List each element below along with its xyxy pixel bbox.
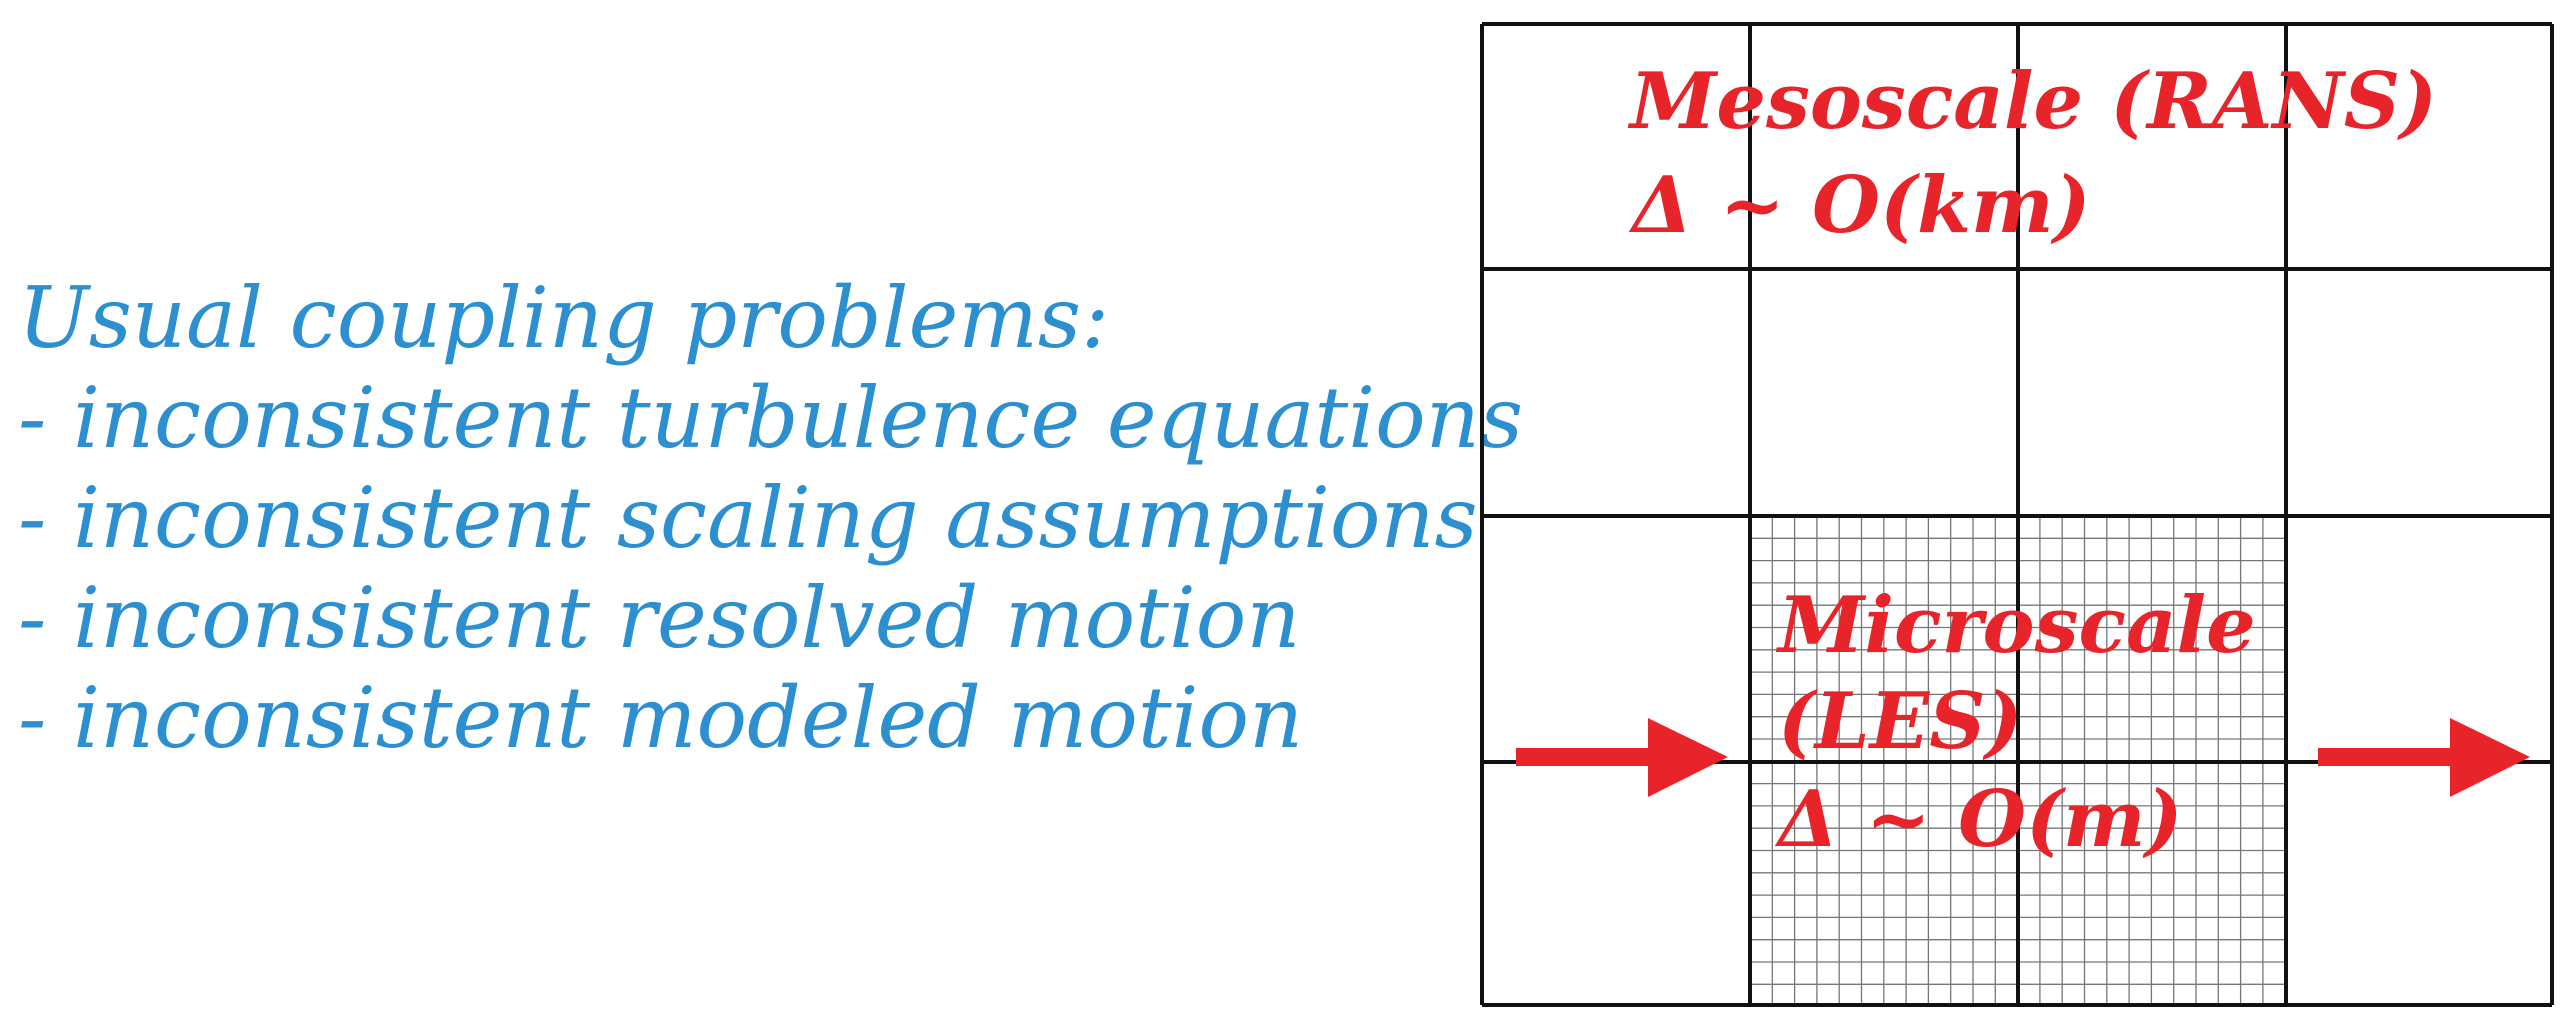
inflow-arrow-icon (1516, 718, 1728, 797)
microscale-model: (LES) (1778, 676, 2022, 767)
problem-item: - inconsistent resolved motion (18, 569, 1301, 667)
microscale-resolution: Δ ~ O(m) (1774, 774, 2182, 865)
mesoscale-title: Mesoscale (RANS) (1627, 56, 2437, 147)
problems-heading: Usual coupling problems: (18, 269, 1110, 367)
problem-item: - inconsistent scaling assumptions (18, 469, 1478, 567)
outflow-arrow-shaft (2318, 748, 2458, 766)
mesoscale-resolution: Δ ~ O(km) (1628, 160, 2091, 251)
microscale-title: Microscale (1775, 580, 2256, 671)
problem-item: - inconsistent modeled motion (18, 669, 1304, 767)
outflow-arrow-head (2450, 718, 2530, 797)
inflow-arrow-head (1648, 718, 1728, 797)
mesoscale-coarse-grid (1480, 22, 2554, 1007)
inflow-arrow-shaft (1516, 748, 1656, 766)
coupling-problems-list: Usual coupling problems: - inconsistent … (18, 268, 1523, 768)
outflow-arrow-icon (2318, 718, 2530, 797)
problem-item: - inconsistent turbulence equations (18, 369, 1523, 467)
